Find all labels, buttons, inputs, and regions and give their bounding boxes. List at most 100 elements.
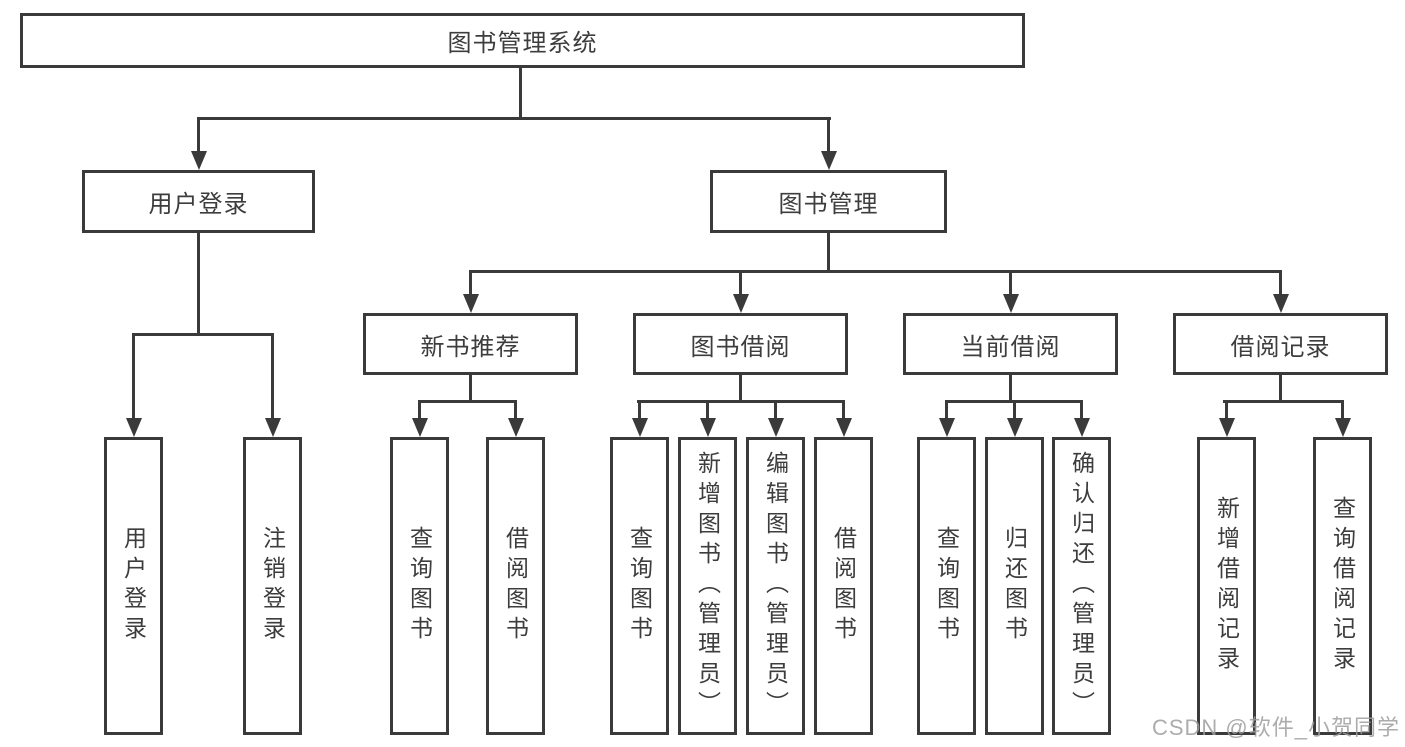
arrow-head: [938, 418, 955, 437]
arrow-head: [699, 418, 716, 437]
leaf-cb-confirm-return-admin-label: 确认归还（管理员）: [1068, 451, 1095, 721]
leaf-logout-label: 注销登录: [259, 526, 286, 646]
connector-user-login-stem: [197, 233, 200, 334]
arrow-shaft: [1009, 272, 1012, 294]
arrow-to-br-add-record: [1218, 402, 1235, 437]
arrow-to-bb-query-books: [631, 402, 648, 437]
leaf-user-login-label: 用户登录: [120, 526, 147, 646]
leaf-bb-edit-books-admin-label: 编辑图书（管理员）: [762, 451, 789, 721]
arrow-shaft: [1013, 402, 1016, 418]
connector-borrowing-records-stem: [1279, 375, 1282, 402]
node-new-book-recommend-label: 新书推荐: [420, 333, 521, 361]
arrow-to-cb-query-books: [938, 402, 955, 437]
arrow-shaft: [739, 272, 742, 294]
leaf-cb-query-books-label: 查询图书: [933, 526, 960, 646]
arrow-head: [820, 151, 837, 170]
connector-current-borrowing-stem: [1009, 375, 1012, 402]
arrow-shaft: [514, 402, 517, 418]
node-borrowing-records: 借阅记录: [1173, 313, 1388, 375]
arrow-to-book-management: [820, 119, 837, 170]
node-new-book-recommend: 新书推荐: [363, 313, 578, 375]
arrow-head: [1073, 418, 1090, 437]
leaf-bb-add-books-admin: 新增图书（管理员）: [678, 437, 737, 735]
arrow-shaft: [1225, 402, 1228, 418]
arrow-shaft: [1080, 402, 1083, 418]
arrow-to-cb-confirm-return: [1073, 402, 1090, 437]
connector-root-stem: [519, 68, 522, 118]
arrow-shaft: [638, 402, 641, 418]
arrow-shaft: [774, 402, 777, 418]
arrow-shaft: [469, 272, 472, 294]
arrow-shaft: [1279, 272, 1282, 294]
connector-borrowing-records-rail: [1223, 400, 1344, 403]
connector-user-login-rail: [132, 333, 274, 336]
arrow-shaft: [271, 335, 274, 418]
connector-new-book-rail: [418, 400, 517, 403]
arrow-head: [1334, 418, 1351, 437]
arrow-shaft: [132, 335, 135, 418]
node-book-management: 图书管理: [710, 170, 947, 233]
leaf-nb-query-books: 查询图书: [390, 437, 449, 735]
arrow-to-book-borrowing: [732, 272, 749, 313]
leaf-logout: 注销登录: [243, 437, 302, 735]
leaf-bb-borrow-books-label: 借阅图书: [830, 526, 857, 646]
arrow-head: [1006, 418, 1023, 437]
arrow-to-bb-add-books: [699, 402, 716, 437]
node-user-login: 用户登录: [82, 170, 315, 233]
arrow-to-leaf-user-login: [125, 335, 142, 437]
arrow-to-nb-borrow-books: [507, 402, 524, 437]
leaf-bb-query-books: 查询图书: [610, 437, 669, 735]
csdn-watermark: CSDN @软件_小贺同学: [1151, 715, 1400, 740]
node-book-borrowing: 图书借阅: [633, 313, 848, 375]
connector-book-borrowing-rail: [637, 400, 845, 403]
arrow-shaft: [842, 402, 845, 418]
node-current-borrowing: 当前借阅: [903, 313, 1118, 375]
leaf-cb-confirm-return-admin: 确认归还（管理员）: [1052, 437, 1111, 735]
arrow-to-user-login: [190, 119, 207, 170]
arrow-to-new-book-recommend: [462, 272, 479, 313]
arrow-head: [125, 418, 142, 437]
arrow-head: [631, 418, 648, 437]
leaf-bb-edit-books-admin: 编辑图书（管理员）: [746, 437, 805, 735]
leaf-bb-borrow-books: 借阅图书: [814, 437, 873, 735]
arrow-to-leaf-logout: [264, 335, 281, 437]
node-library-system-label: 图书管理系统: [447, 30, 598, 57]
arrow-shaft: [706, 402, 709, 418]
leaf-nb-query-books-label: 查询图书: [406, 526, 433, 646]
arrow-to-bb-edit-books: [767, 402, 784, 437]
leaf-bb-add-books-admin-label: 新增图书（管理员）: [694, 451, 721, 721]
connector-book-management-stem: [827, 233, 830, 272]
leaf-nb-borrow-books: 借阅图书: [486, 437, 545, 735]
node-library-system: 图书管理系统: [20, 13, 1025, 68]
arrow-head: [835, 418, 852, 437]
arrow-shaft: [418, 402, 421, 418]
leaf-cb-return-books-label: 归还图书: [1001, 526, 1028, 646]
node-book-borrowing-label: 图书借阅: [690, 333, 791, 361]
node-user-login-label: 用户登录: [148, 191, 249, 218]
arrow-shaft: [945, 402, 948, 418]
arrow-head: [1002, 294, 1019, 313]
arrow-to-bb-borrow-books: [835, 402, 852, 437]
arrow-head: [264, 418, 281, 437]
arrow-shaft: [197, 119, 200, 151]
leaf-bb-query-books-label: 查询图书: [626, 526, 653, 646]
arrow-head: [507, 418, 524, 437]
arrow-head: [1272, 294, 1289, 313]
leaf-cb-query-books: 查询图书: [917, 437, 976, 735]
connector-level1-rail: [197, 117, 831, 120]
connector-level3-rail: [469, 270, 1282, 273]
connector-new-book-stem: [469, 375, 472, 402]
leaf-br-add-record-label: 新增借阅记录: [1213, 496, 1240, 676]
arrow-head: [1218, 418, 1235, 437]
node-borrowing-records-label: 借阅记录: [1230, 333, 1331, 361]
arrow-to-nb-query-books: [411, 402, 428, 437]
arrow-head: [190, 151, 207, 170]
arrow-head: [732, 294, 749, 313]
node-book-management-label: 图书管理: [778, 191, 879, 218]
arrow-to-cb-return-books: [1006, 402, 1023, 437]
arrow-to-current-borrowing: [1002, 272, 1019, 313]
leaf-br-query-record: 查询借阅记录: [1313, 437, 1372, 735]
leaf-nb-borrow-books-label: 借阅图书: [502, 526, 529, 646]
arrow-head: [411, 418, 428, 437]
